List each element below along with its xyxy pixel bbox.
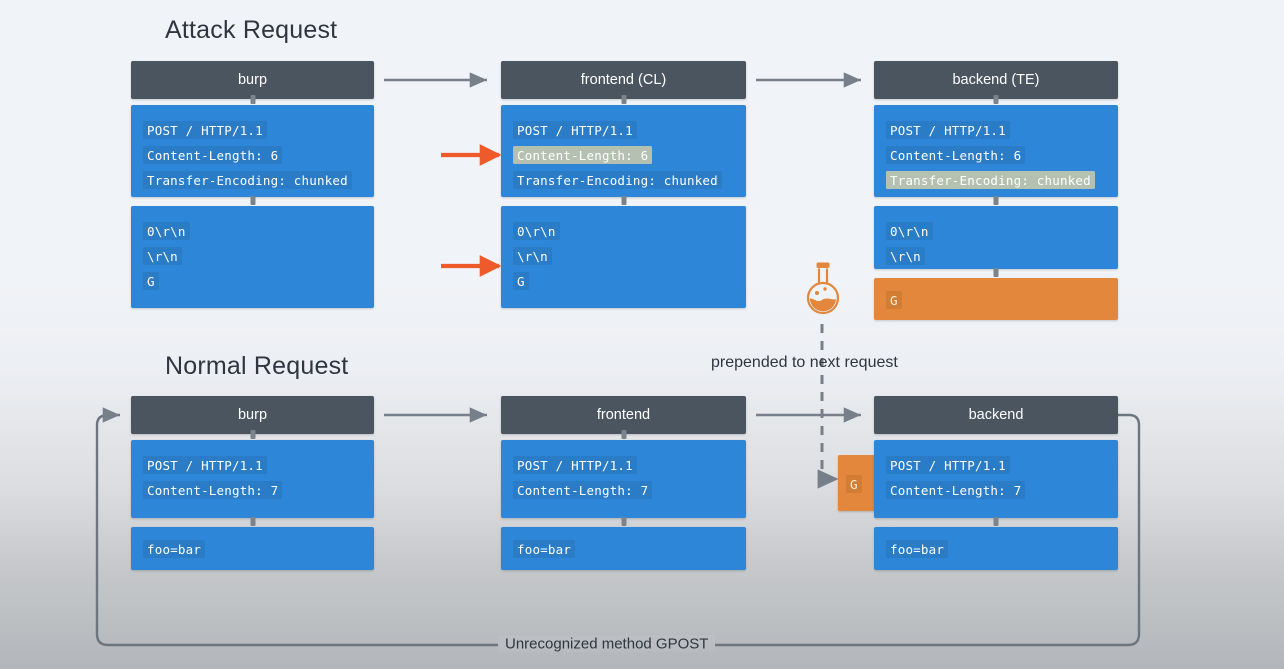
node-attack-burp-header[interactable]: burp (131, 61, 374, 99)
node-attack-burp-request[interactable]: POST / HTTP/1.1 Content-Length: 6 Transf… (131, 95, 374, 197)
node-normal-burp-request[interactable]: POST / HTTP/1.1 Content-Length: 7 (131, 430, 374, 518)
caption-prepended: prepended to next request (711, 354, 898, 371)
code-line: POST / HTTP/1.1 (886, 456, 1010, 474)
code-line: Content-Length: 7 (143, 481, 283, 499)
code-line: POST / HTTP/1.1 (513, 456, 637, 474)
node-attack-backend[interactable]: backend (TE) POST / HTTP/1.1 Content-Len… (874, 61, 1118, 320)
node-normal-backend-request[interactable]: POST / HTTP/1.1 Content-Length: 7 (874, 440, 1118, 518)
connector-nub (993, 517, 999, 526)
node-normal-burp[interactable]: burp POST / HTTP/1.1 Content-Length: 7 f… (131, 396, 374, 570)
code-line: foo=bar (513, 540, 576, 558)
node-normal-frontend[interactable]: frontend POST / HTTP/1.1 Content-Length:… (501, 396, 746, 570)
node-normal-frontend-header[interactable]: frontend (501, 396, 746, 434)
code-line: G (143, 272, 159, 290)
section-title-normal: Normal Request (165, 352, 349, 380)
code-line: foo=bar (143, 540, 206, 558)
connector-nub (250, 196, 255, 205)
node-attack-backend-leftover[interactable]: G (874, 268, 1118, 320)
code-line: Transfer-Encoding: chunked (143, 171, 352, 189)
node-normal-burp-header[interactable]: burp (131, 396, 374, 434)
node-normal-backend-body[interactable]: foo=bar (874, 517, 1118, 570)
connector-nub (621, 196, 626, 205)
connector-nub (621, 430, 626, 439)
code-line: 0\r\n (143, 222, 190, 240)
node-attack-burp-body[interactable]: 0\r\n \r\n G (131, 196, 374, 308)
code-line: \r\n (143, 247, 182, 265)
code-line: Transfer-Encoding: chunked (513, 171, 722, 189)
node-attack-frontend-header[interactable]: frontend (CL) (501, 61, 746, 99)
code-line: POST / HTTP/1.1 (886, 121, 1010, 139)
node-normal-frontend-body[interactable]: foo=bar (501, 517, 746, 570)
code-line-highlighted: Content-Length: 6 (513, 146, 653, 164)
node-normal-backend-header[interactable]: backend (874, 396, 1118, 434)
node-normal-backend[interactable]: backend POST / HTTP/1.1 Content-Length: … (874, 396, 1118, 570)
code-line: Content-Length: 7 (886, 481, 1026, 499)
flask-icon (806, 262, 840, 324)
connector-nub (993, 268, 999, 277)
code-line: Content-Length: 7 (513, 481, 653, 499)
code-line: G (513, 272, 529, 290)
node-attack-burp[interactable]: burp POST / HTTP/1.1 Content-Length: 6 T… (131, 61, 374, 308)
connector-nub (621, 95, 626, 104)
code-line: \r\n (513, 247, 552, 265)
code-line: 0\r\n (513, 222, 560, 240)
node-attack-frontend[interactable]: frontend (CL) POST / HTTP/1.1 Content-Le… (501, 61, 746, 308)
node-normal-backend-prefix[interactable]: G (838, 455, 876, 511)
dashed-prepend-path (817, 324, 839, 489)
code-line: foo=bar (886, 540, 949, 558)
node-attack-backend-header[interactable]: backend (TE) (874, 61, 1118, 99)
code-line: POST / HTTP/1.1 (143, 121, 267, 139)
node-attack-backend-body[interactable]: 0\r\n \r\n (874, 196, 1118, 269)
node-attack-frontend-request[interactable]: POST / HTTP/1.1 Content-Length: 6 Transf… (501, 95, 746, 197)
node-attack-backend-request[interactable]: POST / HTTP/1.1 Content-Length: 6 Transf… (874, 95, 1118, 197)
code-line: \r\n (886, 247, 925, 265)
connector-nub (621, 517, 626, 526)
node-normal-frontend-request[interactable]: POST / HTTP/1.1 Content-Length: 7 (501, 430, 746, 518)
connector-nub (250, 517, 255, 526)
code-line: Content-Length: 6 (886, 146, 1026, 164)
connector-nub (993, 196, 999, 205)
node-normal-burp-body[interactable]: foo=bar (131, 517, 374, 570)
section-title-attack: Attack Request (165, 16, 338, 44)
connector-nub (250, 95, 255, 104)
connector-nub (993, 95, 999, 104)
node-attack-frontend-body[interactable]: 0\r\n \r\n G (501, 196, 746, 308)
loop-label-unrecognized-method: Unrecognized method GPOST (498, 635, 716, 653)
code-line-highlighted: Transfer-Encoding: chunked (886, 171, 1095, 189)
code-line: Content-Length: 6 (143, 146, 283, 164)
code-line: POST / HTTP/1.1 (513, 121, 637, 139)
code-line-prefix: G (846, 475, 862, 493)
code-line: 0\r\n (886, 222, 933, 240)
code-line: POST / HTTP/1.1 (143, 456, 267, 474)
code-line-leftover: G (886, 291, 902, 309)
connector-nub (250, 430, 255, 439)
